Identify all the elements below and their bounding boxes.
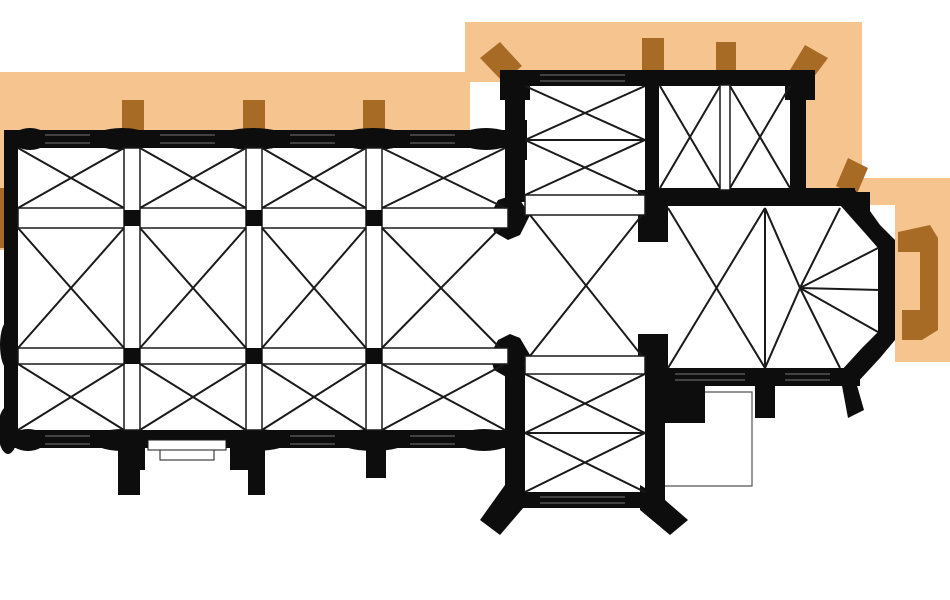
porch-east (230, 430, 265, 495)
ne-transept-corner (785, 70, 815, 100)
buttress-north-2 (243, 100, 265, 132)
pier-north-3 (337, 128, 409, 150)
buttress-transept-2 (716, 42, 736, 72)
highlight-nave-north (0, 72, 470, 134)
choir-south-wall (660, 368, 860, 386)
sacristy-east-wall (790, 72, 806, 202)
porch-step-2 (159, 449, 215, 461)
porch-west (118, 430, 145, 495)
south-buttress-3 (366, 430, 386, 478)
choir-s-buttress (755, 378, 775, 418)
buttress-north-1 (122, 100, 144, 132)
pier-north-2 (217, 128, 289, 150)
choir-mass-low (664, 380, 704, 416)
n-transept-pier (505, 120, 527, 160)
vault-ribs (17, 85, 881, 493)
transept-sw-buttress (480, 485, 530, 535)
apse-wall (840, 190, 895, 385)
transept-south-wall (505, 492, 665, 508)
west-wall (4, 130, 18, 448)
nave-piers (124, 210, 382, 364)
pier-south-w (10, 429, 46, 451)
transept-se-buttress (640, 485, 688, 535)
buttress-apse-east (898, 225, 938, 340)
porch-step-1 (147, 439, 227, 451)
buttress-choir-ne (836, 158, 868, 196)
pier-west-mid (0, 321, 16, 369)
transept-divider (645, 84, 659, 209)
pier-west-low (0, 406, 18, 454)
sacristy-south-wall (645, 188, 855, 206)
window-hatching (45, 74, 830, 504)
pier-north-4 (458, 128, 514, 150)
choir-se-buttress (840, 368, 864, 418)
buttress-north-3 (363, 100, 385, 132)
transept-north-wall (505, 70, 805, 86)
porch-steps (147, 439, 227, 461)
piers-and-buttresses (0, 70, 870, 535)
annex-outline (665, 391, 753, 487)
pier-south-4 (456, 429, 512, 451)
transept-s-mid (505, 420, 525, 444)
buttress-transept-1 (642, 38, 664, 72)
pier-north-w (12, 128, 48, 150)
choir-pier-n (854, 192, 870, 212)
pier-north-1 (92, 128, 152, 150)
n-transept-corner (500, 70, 530, 100)
